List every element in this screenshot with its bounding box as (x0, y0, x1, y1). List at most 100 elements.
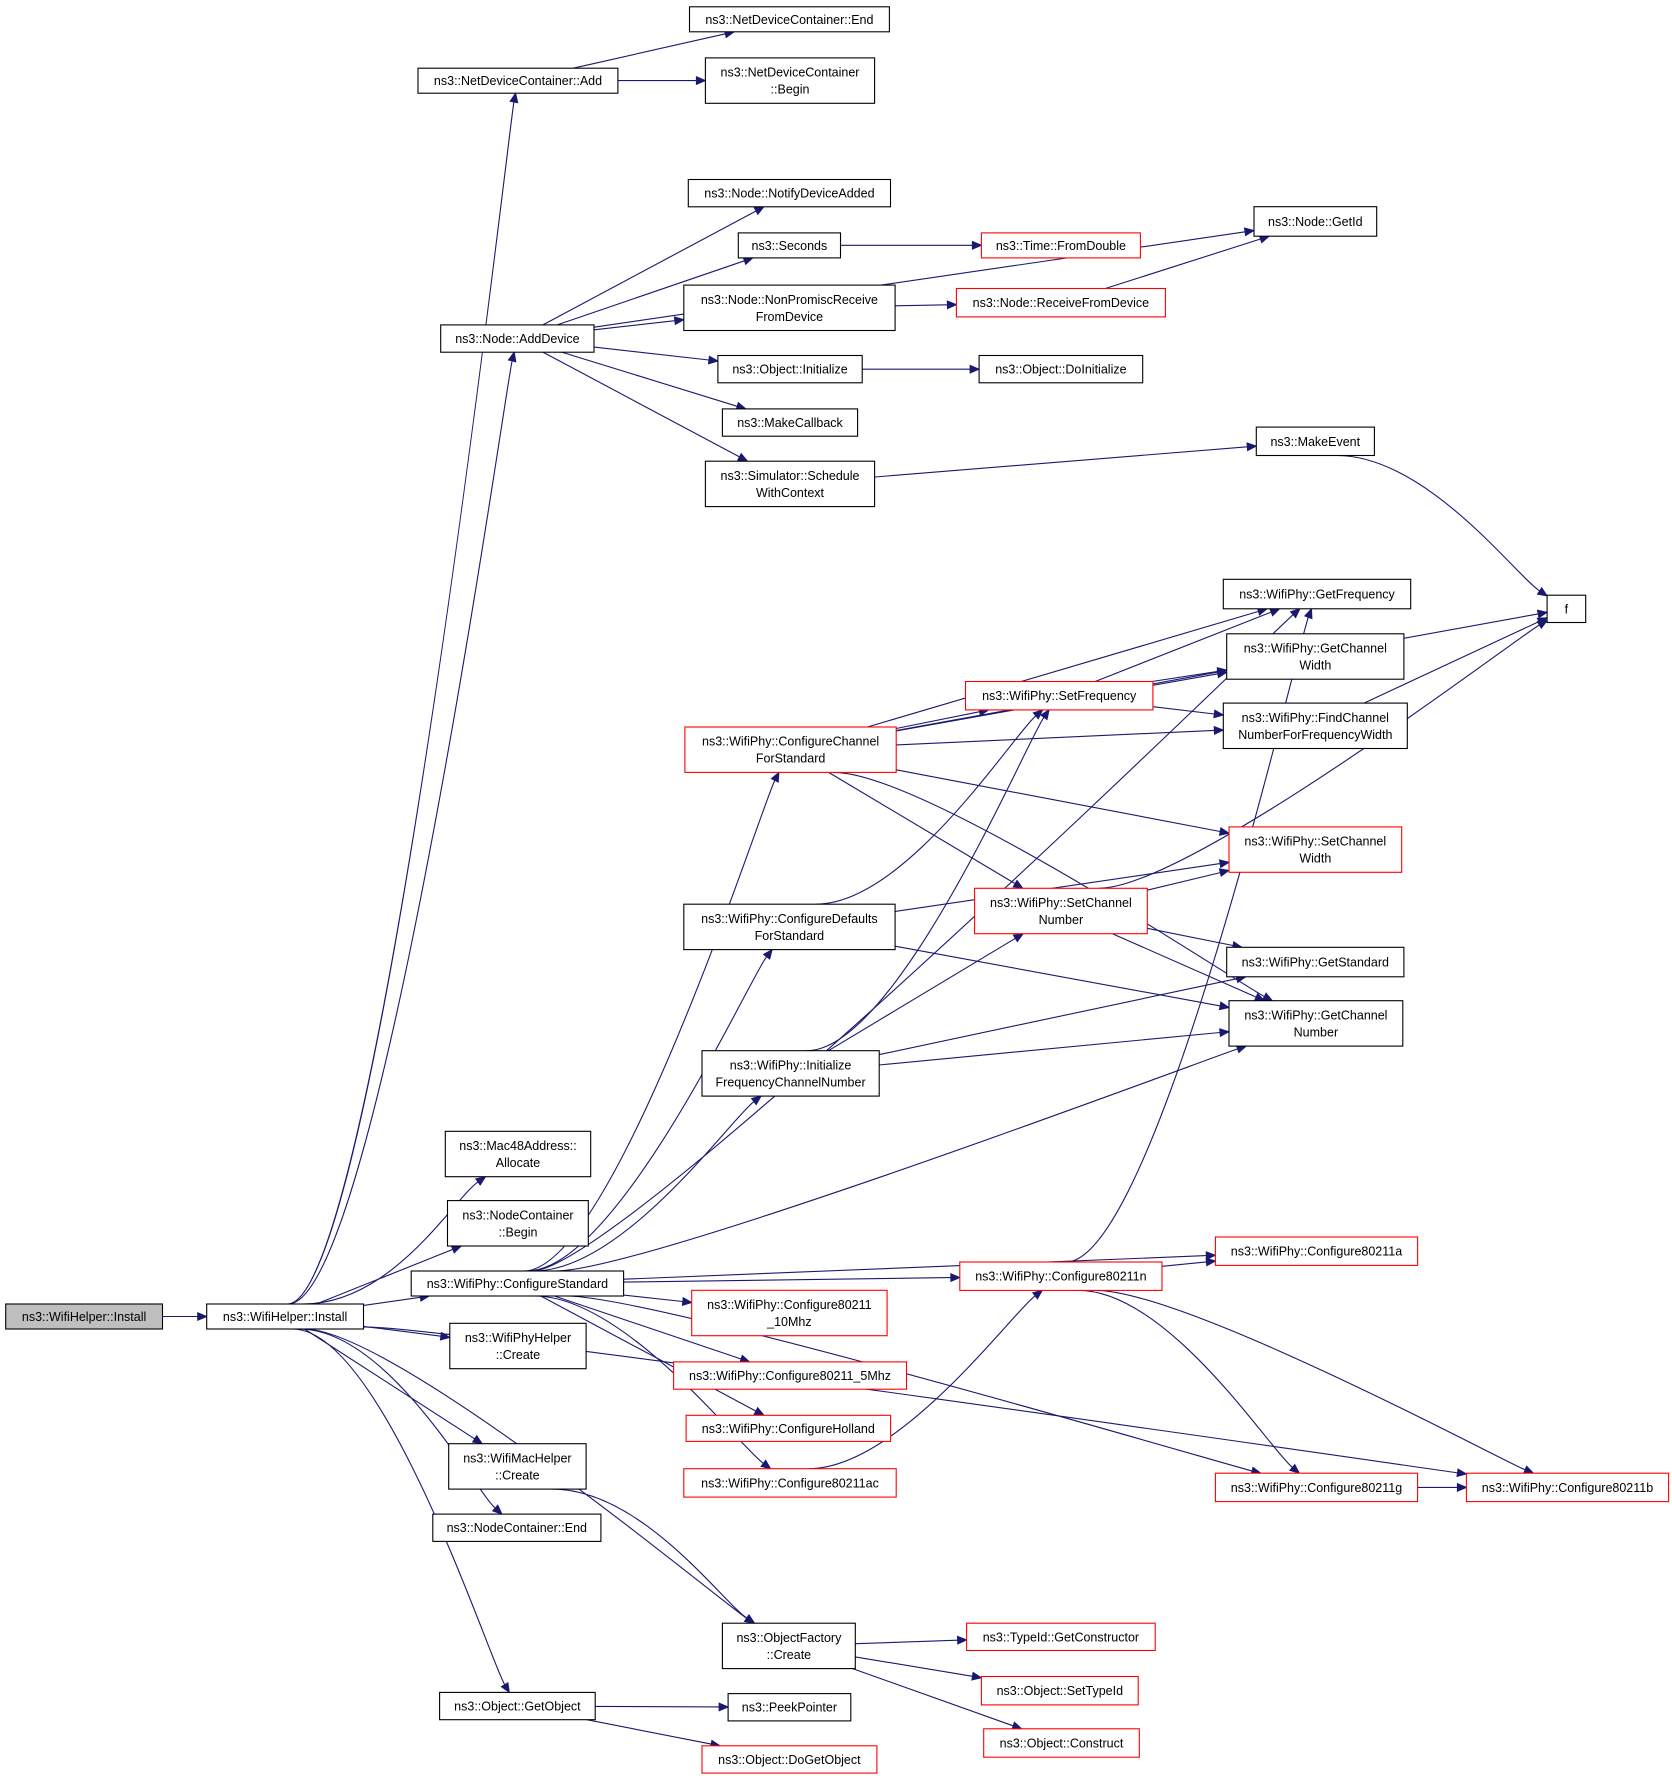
node-wh_install[interactable]: ns3::WifiHelper::Install (5, 1303, 164, 1330)
edge-configchannel-to-setchannelnumber (828, 771, 1016, 885)
arrowhead-configchannel-to-f (1536, 609, 1549, 619)
arrowhead-ndc_add-to-ndc_begin (695, 76, 707, 86)
node-label-mac48_allocate-line-1: Allocate (496, 1156, 541, 1170)
node-label-setchannelnumber-line-1: Number (1039, 913, 1083, 927)
node-getfrequency[interactable]: ns3::WifiPhy::GetFrequency (1222, 578, 1412, 610)
node-box-ndc_begin (704, 57, 876, 104)
arrowhead-setchannelnumber-to-setchannelwidth (1218, 868, 1231, 878)
node-configchannel[interactable]: ns3::WifiPhy::ConfigureChannelForStandar… (684, 726, 897, 773)
node-time_fromdouble[interactable]: ns3::Time::FromDouble (980, 232, 1141, 259)
edge-configstandard-to-c80211a (623, 1255, 1207, 1280)
node-initfreq[interactable]: ns3::WifiPhy::InitializeFrequencyChannel… (701, 1050, 880, 1097)
node-label-nc_begin-line-1: ::Begin (499, 1225, 538, 1239)
node-makecallback[interactable]: ns3::MakeCallback (721, 408, 859, 437)
arrowhead-wh_install2-to-obj_getobject (500, 1681, 510, 1694)
node-label-makeevent-line-0: ns3::MakeEvent (1270, 435, 1360, 449)
edge-of_create-to-obj_settypeid (855, 1656, 973, 1677)
node-ndc_add[interactable]: ns3::NetDeviceContainer::Add (417, 67, 619, 94)
node-holland[interactable]: ns3::WifiPhy::ConfigureHolland (685, 1414, 892, 1442)
node-mac48_allocate[interactable]: ns3::Mac48Address::Allocate (444, 1130, 592, 1178)
node-label-getchannelwidth-line-1: Width (1299, 659, 1331, 673)
node-label-mac48_allocate-line-0: ns3::Mac48Address:: (459, 1139, 576, 1153)
node-nc_end[interactable]: ns3::NodeContainer::End (432, 1513, 602, 1542)
node-label-ndc_begin-line-1: ::Begin (771, 83, 810, 97)
node-setfrequency[interactable]: ns3::WifiPhy::SetFrequency (964, 680, 1154, 711)
edge-wh_install2-to-phyhelper_create (363, 1325, 441, 1337)
node-ndc_end[interactable]: ns3::NetDeviceContainer::End (688, 6, 890, 33)
node-label-configchannel-line-1: ForStandard (756, 752, 826, 766)
node-box-obj_settypeid (980, 1675, 1139, 1706)
node-c80211_5[interactable]: ns3::WifiPhy::Configure80211_5Mhz (673, 1361, 908, 1390)
node-label-setchannelwidth-line-0: ns3::WifiPhy::SetChannel (1244, 835, 1386, 849)
node-label-configstandard-line-0: ns3::WifiPhy::ConfigureStandard (427, 1277, 608, 1291)
node-node_receive[interactable]: ns3::Node::ReceiveFromDevice (955, 287, 1166, 318)
arrowhead-configdefaults-to-setfrequency (1032, 709, 1044, 720)
node-machelper_create[interactable]: ns3::WifiMacHelper::Create (448, 1443, 587, 1490)
node-typeid_getctor[interactable]: ns3::TypeId::GetConstructor (966, 1622, 1156, 1652)
node-obj_settypeid[interactable]: ns3::Object::SetTypeId (980, 1675, 1139, 1706)
node-phyhelper_create[interactable]: ns3::WifiPhyHelper::Create (449, 1322, 587, 1370)
node-seconds[interactable]: ns3::Seconds (737, 232, 842, 259)
node-box-configchannel (684, 726, 897, 773)
node-c80211_10[interactable]: ns3::WifiPhy::Configure80211_10Mhz (691, 1289, 888, 1337)
edge-configstandard-to-c80211n (623, 1277, 951, 1283)
node-node_notify[interactable]: ns3::Node::NotifyDeviceAdded (687, 178, 892, 208)
node-label-obj_settypeid-line-0: ns3::Object::SetTypeId (997, 1684, 1124, 1698)
arrowhead-node_adddevice-to-obj_initialize (707, 355, 720, 365)
edge-wh_install2-to-configstandard (363, 1296, 421, 1306)
node-label-typeid_getctor-line-0: ns3::TypeId::GetConstructor (983, 1630, 1139, 1644)
node-node_getid[interactable]: ns3::Node::GetId (1253, 206, 1378, 237)
arrowhead-configchannel-to-findchannel (1213, 725, 1225, 735)
node-label-peekpointer-line-0: ns3::PeekPointer (742, 1701, 837, 1715)
node-node_adddevice[interactable]: ns3::Node::AddDevice (440, 324, 595, 353)
edge-wh_install2-to-nc_begin (316, 1248, 454, 1305)
node-findchannel[interactable]: ns3::WifiPhy::FindChannelNumberForFreque… (1222, 702, 1408, 750)
arrowhead-initfreq-to-setfrequency (1039, 708, 1050, 721)
node-wh_install2[interactable]: ns3::WifiHelper::Install (206, 1303, 365, 1330)
node-f[interactable]: f (1546, 594, 1587, 624)
node-c80211n[interactable]: ns3::WifiPhy::Configure80211n (959, 1261, 1163, 1291)
edge-machelper_create-to-of_create (551, 1488, 748, 1619)
node-c80211a[interactable]: ns3::WifiPhy::Configure80211a (1214, 1236, 1419, 1266)
arrowhead-configstandard-to-c80211a (1205, 1251, 1217, 1261)
node-peekpointer[interactable]: ns3::PeekPointer (727, 1693, 852, 1722)
node-box-obj_dogetobject (701, 1745, 878, 1774)
edge-configchannel-to-getfrequency (867, 610, 1259, 728)
arrowhead-of_create-to-typeid_getctor (956, 1635, 968, 1645)
arrowhead-c80211n-to-c80211a (1205, 1257, 1217, 1267)
node-box-getstandard (1226, 946, 1405, 978)
node-obj_initialize[interactable]: ns3::Object::Initialize (717, 354, 863, 384)
node-configdefaults[interactable]: ns3::WifiPhy::ConfigureDefaultsForStanda… (683, 903, 896, 951)
arrowhead-configstandard-to-initfreq (750, 1095, 763, 1106)
arrowhead-makeevent-to-f (1536, 586, 1549, 597)
node-makeevent[interactable]: ns3::MakeEvent (1255, 426, 1375, 457)
node-box-sim_schedule (704, 460, 876, 508)
node-obj_getobject[interactable]: ns3::Object::GetObject (439, 1691, 596, 1721)
node-label-obj_initialize-line-0: ns3::Object::Initialize (732, 363, 847, 377)
node-label-sim_schedule-line-0: ns3::Simulator::Schedule (721, 469, 860, 483)
node-label-node_getid-line-0: ns3::Node::GetId (1268, 215, 1363, 229)
arrowhead-wh_install2-to-nc_end (491, 1504, 503, 1515)
node-obj_dogetobject[interactable]: ns3::Object::DoGetObject (701, 1745, 878, 1774)
node-c80211g[interactable]: ns3::WifiPhy::Configure80211g (1214, 1472, 1419, 1503)
node-c80211ac[interactable]: ns3::WifiPhy::Configure80211ac (683, 1468, 897, 1498)
node-configstandard[interactable]: ns3::WifiPhy::ConfigureStandard (410, 1270, 625, 1297)
node-label-c80211a-line-0: ns3::WifiPhy::Configure80211a (1231, 1245, 1402, 1259)
node-nc_begin[interactable]: ns3::NodeContainer::Begin (446, 1200, 589, 1247)
node-obj_construct[interactable]: ns3::Object::Construct (983, 1728, 1140, 1758)
node-ndc_begin[interactable]: ns3::NetDeviceContainer::Begin (704, 57, 876, 104)
node-label-wh_install2-line-0: ns3::WifiHelper::Install (223, 1310, 347, 1324)
node-getstandard[interactable]: ns3::WifiPhy::GetStandard (1226, 946, 1405, 978)
node-obj_doinitialize[interactable]: ns3::Object::DoInitialize (978, 354, 1144, 384)
node-c80211b[interactable]: ns3::WifiPhy::Configure80211b (1465, 1472, 1670, 1503)
node-of_create[interactable]: ns3::ObjectFactory::Create (721, 1622, 856, 1670)
edge-obj_getobject-to-obj_dogetobject (586, 1719, 712, 1745)
node-box-holland (685, 1414, 892, 1442)
